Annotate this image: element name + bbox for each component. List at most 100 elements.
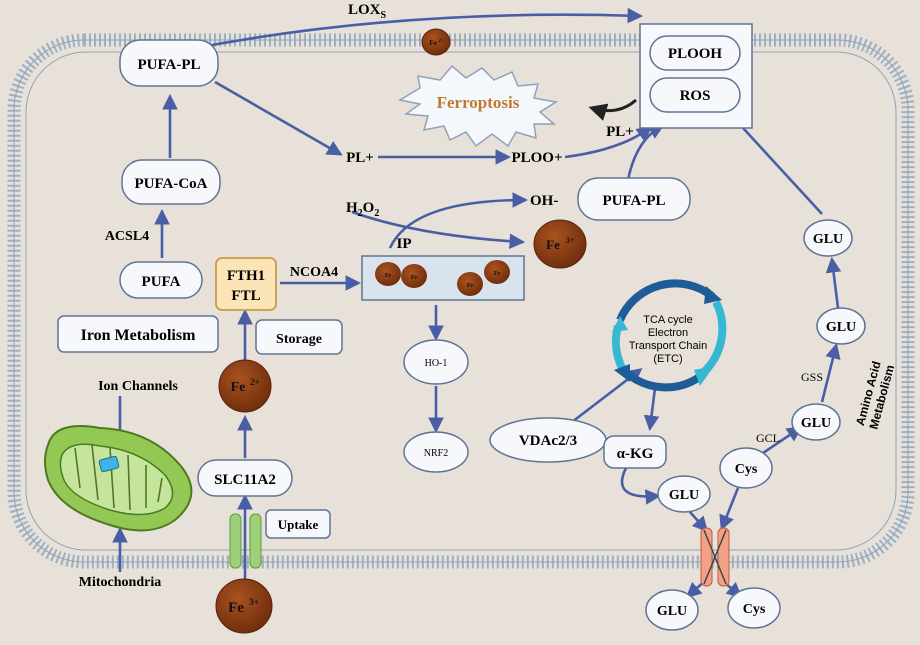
iron-fe2-icon: Fe 2+: [218, 359, 272, 413]
ncoa4-label: NCOA4: [290, 265, 338, 280]
uptake-channel-icon: [229, 513, 262, 569]
arrow-pufapl-to-plplus: [214, 80, 343, 156]
glu-gcl-label: GLU: [801, 416, 831, 431]
plooh-label: PLOOH: [668, 46, 723, 62]
gcl-label: GCL: [756, 431, 780, 445]
ip-iron-4: Fe: [484, 260, 510, 284]
ion-channels-label: Ion Channels: [98, 379, 178, 394]
fe-small-top-base: Fe: [429, 39, 436, 47]
slc11a2-label: SLC11A2: [214, 472, 276, 488]
iron-metabolism-label: Iron Metabolism: [81, 327, 196, 344]
fe3-mid-sup: 3+: [566, 236, 575, 245]
ip-label: IP: [397, 236, 412, 252]
lox-label: LOXS: [348, 2, 387, 21]
node-nrf2: NRF2: [403, 431, 469, 473]
pufa-pl-mid-label: PUFA-PL: [602, 193, 665, 209]
ip-fe-4: Fe: [494, 271, 501, 277]
iron-fe3-mid-icon: Fe 3+: [533, 219, 587, 269]
ip-iron-3: Fe: [457, 272, 483, 296]
ferroptosis-burst: Ferroptosis: [397, 64, 559, 148]
ip-iron-2: Fe: [401, 264, 427, 288]
node-cys-in: Cys: [719, 447, 773, 489]
arrow-cys-to-channel: [719, 487, 740, 531]
ip-iron-1: Fe: [375, 262, 401, 286]
arrow-h2o2-to-fe3: [351, 210, 526, 250]
node-vdac: VDAc2/3: [489, 417, 607, 463]
arrow-glu-to-glu-gss: [820, 342, 841, 403]
akg-label: α-KG: [617, 446, 654, 462]
glu-out-label: GLU: [657, 604, 687, 619]
arrow-ip-to-oh: [388, 192, 529, 249]
pl-plus-right-label: PL+: [606, 124, 634, 140]
arrow-akg-to-glu: [620, 467, 662, 505]
ferroptosis-label: Ferroptosis: [437, 93, 520, 112]
ip-fe-2: Fe: [411, 275, 418, 281]
node-plooh-ros-box: PLOOH ROS: [639, 23, 753, 129]
acsl4-label: ACSL4: [105, 229, 149, 244]
tca-line4: (ETC): [653, 353, 682, 365]
fe2-base: Fe: [231, 380, 246, 395]
arrow-ploo-to-box: [564, 126, 653, 159]
arrow-tca-to-akg: [643, 387, 660, 432]
cell-membrane: [7, 33, 915, 569]
arrow-glu-to-glutop: [825, 256, 842, 309]
node-cys-out: Cys: [727, 587, 781, 629]
ros-label: ROS: [680, 88, 711, 104]
node-ferritin: FTH1 FTL: [215, 257, 277, 311]
arrow-glu-to-channel: [689, 511, 709, 533]
tca-cycle-icon: [611, 279, 727, 392]
arrows: [112, 7, 842, 599]
glu-akg-label: GLU: [669, 488, 699, 503]
node-iron-metabolism: Iron Metabolism: [57, 315, 219, 353]
cys-out-label: Cys: [743, 602, 766, 617]
pufa-label: PUFA: [142, 274, 181, 290]
node-pufa-coa: PUFA-CoA: [121, 159, 221, 205]
tca-line2: Electron: [648, 327, 688, 339]
mitochondria-label: Mitochondria: [79, 575, 161, 590]
node-glu-akg: GLU: [657, 475, 711, 513]
pl-plus-label: PL+: [346, 150, 374, 166]
pufa-pl-top-label: PUFA-PL: [137, 57, 200, 73]
node-glu-gcl: GLU: [791, 403, 841, 441]
fe3-bottom-sup: 3+: [249, 597, 259, 607]
antiporter-channel-icon: [700, 527, 730, 587]
node-glu-top: GLU: [803, 219, 853, 257]
oh-minus-label: OH-: [530, 193, 558, 209]
fe2-sup: 2+: [250, 377, 260, 387]
ip-fe-1: Fe: [385, 273, 392, 279]
ho1-label: HO-1: [425, 358, 448, 369]
iron-fe3-bottom-icon: Fe 3+: [215, 578, 273, 634]
arrow-lox: [184, 7, 644, 52]
node-akg: α-KG: [603, 435, 667, 469]
node-storage: Storage: [255, 319, 343, 355]
node-slc11a2: SLC11A2: [197, 459, 293, 497]
node-ho1: HO-1: [403, 339, 469, 385]
node-ip-pool: Fe Fe Fe Fe: [361, 255, 525, 301]
gss-label: GSS: [801, 370, 823, 384]
node-pufa: PUFA: [119, 261, 203, 299]
node-glu-gss: GLU: [816, 307, 866, 345]
pufa-coa-label: PUFA-CoA: [134, 176, 207, 192]
ip-fe-3: Fe: [467, 283, 474, 289]
vdac-label: VDAc2/3: [519, 433, 577, 449]
arrow-box-to-ferroptosis: [588, 98, 637, 121]
h2o2-label: H2O2: [346, 200, 379, 219]
mitochondrion-icon: [44, 425, 193, 532]
iron-small-top-icon: Fe 2+: [421, 28, 451, 56]
node-glu-out: GLU: [645, 589, 699, 631]
storage-label: Storage: [276, 332, 322, 347]
cys-in-label: Cys: [735, 462, 758, 477]
nrf2-label: NRF2: [424, 448, 448, 459]
tca-line3: Transport Chain: [629, 340, 707, 352]
arrow-pufapl-mid-to-box: [626, 124, 665, 181]
fe3-bottom-base: Fe: [228, 600, 244, 616]
arrow-cys-to-glu-gcl: [759, 426, 803, 457]
uptake-label: Uptake: [278, 517, 319, 532]
glu-gss-label: GLU: [826, 320, 856, 335]
node-uptake: Uptake: [265, 509, 331, 539]
fe-small-top-sup: 2+: [438, 39, 444, 44]
fe3-mid-base: Fe: [546, 237, 560, 252]
fth1-label: FTH1: [227, 268, 265, 284]
